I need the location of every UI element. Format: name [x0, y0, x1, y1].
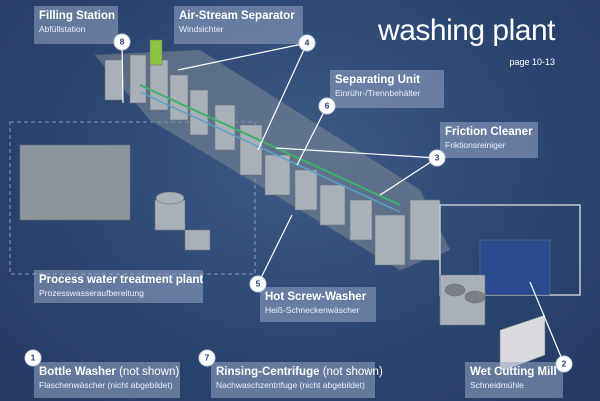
leader-lines	[121, 41, 565, 365]
label-air-stream-separator: Air-Stream Separator Windsichter	[174, 6, 303, 44]
label-hot-screw-washer: Hot Screw-Washer Heiß-Schneckenwäscher	[260, 287, 376, 322]
label-title: Filling Station	[39, 10, 116, 22]
label-note: (not shown)	[119, 366, 180, 378]
label-title: Bottle Washer	[39, 366, 116, 378]
label-title: Separating Unit	[335, 74, 420, 86]
label-subtitle: Einrühr-/Trennbehälter	[335, 88, 421, 98]
label-process-water-treatment: Process water treatment plant Prozesswas…	[34, 270, 203, 303]
machinery	[19, 39, 581, 373]
marker-1: 1	[24, 349, 42, 367]
label-subtitle: Windsichter	[179, 24, 224, 34]
label-rinsing-centrifuge: Rinsing-Centrifuge (not shown) Nachwasch…	[211, 362, 383, 398]
marker-3: 3	[428, 149, 446, 167]
marker-5: 5	[249, 275, 267, 293]
label-subtitle: Abfüllstation	[39, 24, 86, 34]
marker-8: 8	[113, 33, 131, 51]
label-title: Wet Cutting Mill	[470, 366, 557, 378]
label-title: Rinsing-Centrifuge	[216, 366, 320, 378]
label-separating-unit: Separating Unit Einrühr-/Trennbehälter	[330, 70, 444, 108]
label-friction-cleaner: Friction Cleaner Friktionsreiniger	[440, 122, 538, 158]
marker-6: 6	[318, 97, 336, 115]
label-title: Hot Screw-Washer	[265, 291, 367, 303]
label-title: Friction Cleaner	[445, 126, 533, 138]
label-subtitle: Flaschenwäscher (nicht abgebildet)	[39, 380, 173, 390]
label-subtitle: Schneidmühle	[470, 380, 524, 390]
marker-2: 2	[555, 355, 573, 373]
label-wet-cutting-mill: Wet Cutting Mill Schneidmühle	[465, 362, 563, 398]
label-note: (not shown)	[322, 366, 383, 378]
label-subtitle: Heiß-Schneckenwäscher	[265, 305, 360, 315]
page-reference: page 10-13	[509, 57, 555, 67]
label-subtitle: Friktionsreiniger	[445, 140, 506, 150]
marker-4: 4	[298, 34, 316, 52]
marker-7: 7	[198, 349, 216, 367]
label-subtitle: Prozesswasseraufbereitung	[39, 288, 144, 298]
label-title: Air-Stream Separator	[179, 10, 295, 22]
label-filling-station: Filling Station Abfüllstation	[34, 6, 118, 44]
label-title: Process water treatment plant	[39, 274, 204, 286]
page-title: washing plant	[378, 14, 555, 47]
label-subtitle: Nachwaschzentrifuge (nicht abgebildet)	[216, 380, 365, 390]
label-bottle-washer: Bottle Washer (not shown) Flaschenwäsche…	[34, 362, 180, 398]
